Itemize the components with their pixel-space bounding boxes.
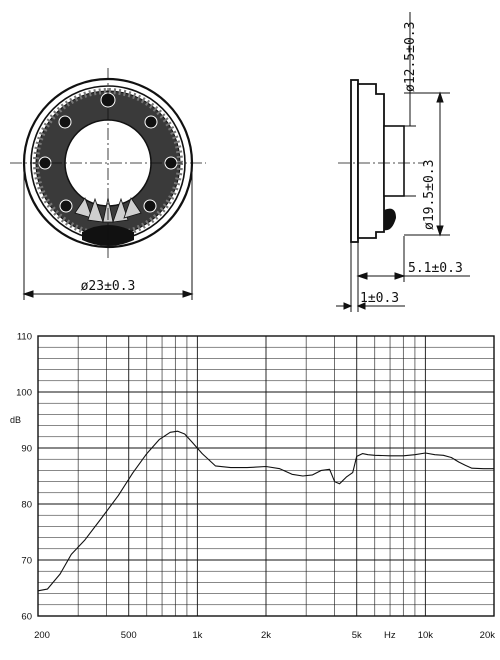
x-unit-label: Hz [384, 630, 396, 641]
terminal-fan [74, 197, 142, 223]
x-tick-labels: 200 500 1k 2k 5k 10k 20k [34, 630, 495, 641]
mount-hole-top-right [144, 115, 158, 129]
mount-hole-bottom-left [59, 199, 73, 213]
offset-label: 5.1±0.3 [408, 261, 463, 276]
mount-hole-top-left [58, 115, 72, 129]
front-plate [350, 79, 359, 243]
x-tick-label: 5k [352, 630, 362, 641]
magnet-housing [383, 125, 405, 197]
y-tick-label: 60 [21, 612, 32, 623]
outer-diameter-label: ø23±0.3 [81, 279, 136, 294]
chart-grid [37, 335, 495, 617]
y-tick-label: 100 [16, 388, 32, 399]
frequency-response-chart: 60 70 80 90 100 110 200 500 1k 2k 5k 10k 20k dB Hz [10, 332, 495, 642]
x-tick-label: 20k [480, 630, 496, 641]
response-curve [37, 430, 494, 592]
depth-dimensions [336, 12, 470, 312]
plot-frame [37, 335, 495, 617]
x-tick-label: 200 [34, 630, 50, 641]
y-tick-labels: 60 70 80 90 100 110 [16, 332, 32, 623]
depth-top-label: ø12.5±0.3 [403, 22, 418, 92]
terminal-blob [384, 208, 396, 231]
side-view: ø12.5±0.3 ø19.5±0.3 5.1±0.3 1±0.3 [336, 12, 470, 312]
x-tick-label: 10k [418, 630, 434, 641]
y-tick-label: 80 [21, 500, 32, 511]
mount-hole-bottom-right [143, 199, 157, 213]
y-tick-label: 90 [21, 444, 32, 455]
x-tick-label: 500 [121, 630, 137, 641]
cone-body [357, 83, 385, 239]
x-tick-label: 1k [192, 630, 202, 641]
y-tick-label: 70 [21, 556, 32, 567]
y-unit-label: dB [10, 415, 21, 425]
base-thickness-label: 1±0.3 [360, 291, 399, 306]
center-lines [10, 68, 206, 258]
diameter-dimension [22, 170, 194, 300]
y-tick-label: 110 [17, 332, 32, 343]
front-view: ø23±0.3 [10, 68, 206, 300]
x-tick-label: 2k [261, 630, 271, 641]
depth-side-label: ø19.5±0.3 [422, 160, 437, 230]
